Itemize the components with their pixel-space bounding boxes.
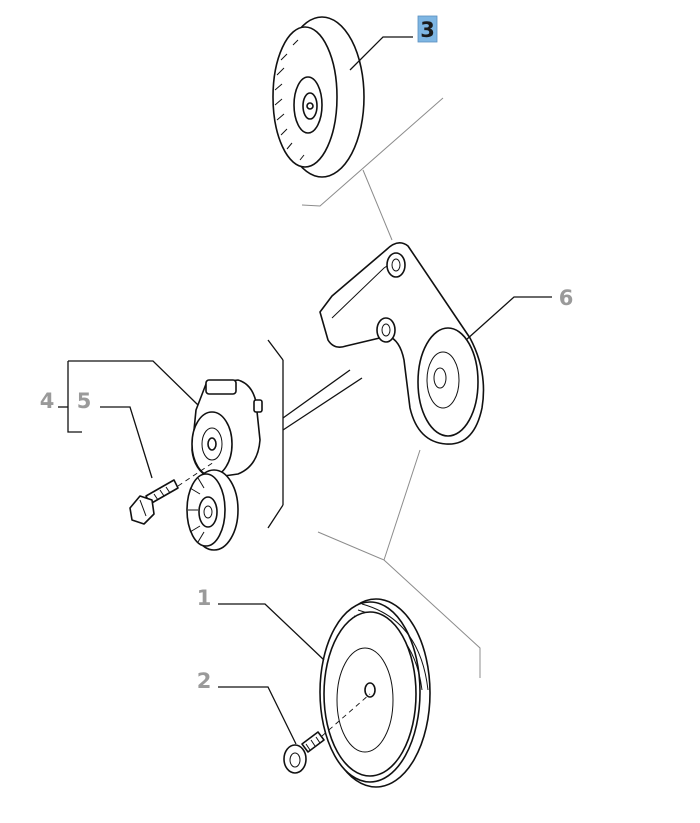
idler-pulley-top[interactable] [272, 16, 365, 178]
leader-2 [218, 686, 297, 745]
crankshaft-bolt[interactable] [283, 731, 325, 774]
callout-4[interactable]: 4 [40, 389, 55, 413]
callout-2[interactable]: 2 [197, 669, 212, 693]
leader-5 [100, 406, 153, 479]
pulley-ribs [274, 39, 305, 161]
leader-1 [218, 603, 325, 661]
highlight-badge [417, 15, 438, 43]
tensioner-bolt[interactable] [129, 479, 179, 525]
leader-3 [349, 36, 413, 71]
leader-4 [68, 360, 199, 406]
crankshaft-pulley[interactable] [319, 598, 431, 788]
callout-6[interactable]: 6 [559, 286, 574, 310]
tensioner-axis [177, 461, 215, 487]
guide-lines [301, 97, 481, 678]
assembly-bracket [267, 339, 363, 529]
leader-4-bracket [67, 361, 82, 433]
callout-5[interactable]: 5 [77, 389, 92, 413]
tensioner-pulley[interactable] [186, 469, 239, 551]
tensioner-arm[interactable] [319, 242, 485, 445]
callout-3[interactable]: 3 [417, 15, 438, 43]
leader-lines [58, 36, 552, 745]
tensioner-body[interactable] [191, 379, 263, 479]
callout-label: 3 [420, 18, 435, 42]
leader-6 [465, 296, 552, 341]
crankshaft-axis [321, 693, 371, 737]
callout-1[interactable]: 1 [197, 586, 212, 610]
